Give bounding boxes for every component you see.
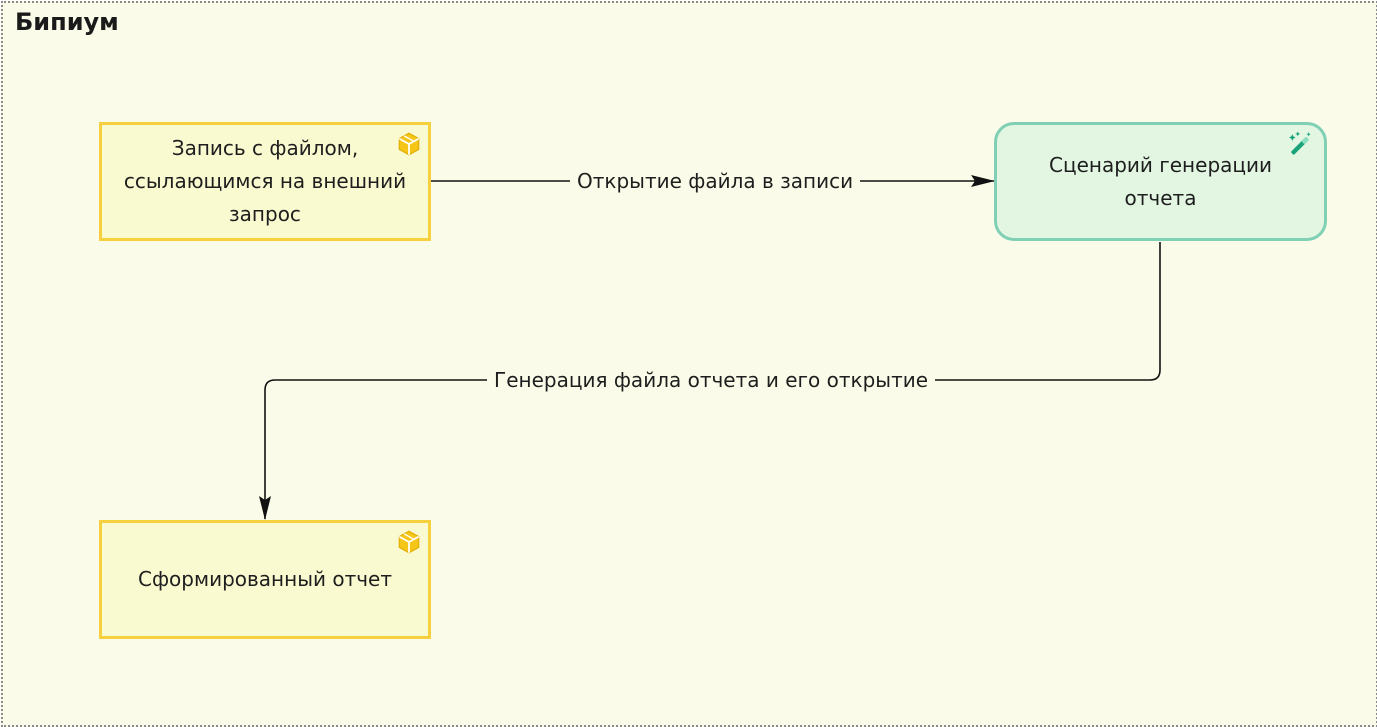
edge-generate-and-open-label: Генерация файла отчета и его открытие: [487, 368, 936, 392]
node-record-with-file[interactable]: Запись с файлом, ссылающимся на внешний …: [99, 122, 431, 241]
edge-open-file-label: Открытие файла в записи: [570, 169, 861, 193]
node-report-scenario-label: Сценарий генерации отчета: [1048, 152, 1273, 210]
cube-icon: [398, 530, 420, 554]
node-generated-report[interactable]: Сформированный отчет: [99, 520, 431, 639]
frame-title: Бипиум: [15, 8, 119, 36]
node-record-with-file-label: Запись с файлом, ссылающимся на внешний …: [123, 136, 407, 226]
magic-wand-icon: [1289, 131, 1311, 155]
node-report-scenario[interactable]: Сценарий генерации отчета: [994, 122, 1327, 241]
node-generated-report-label: Сформированный отчет: [137, 567, 392, 591]
cube-icon: [398, 132, 420, 156]
